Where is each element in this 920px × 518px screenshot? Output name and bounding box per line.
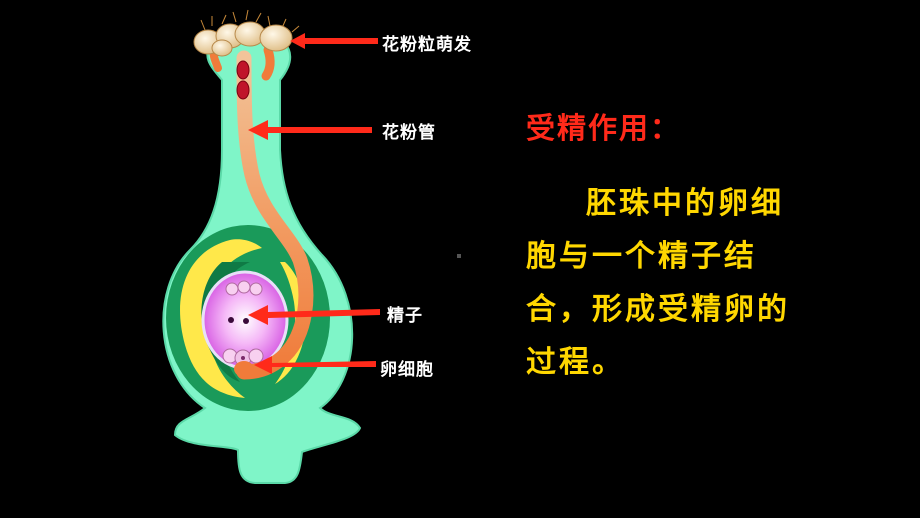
heading: 受精作用：: [526, 111, 682, 145]
egg-apparatus: [222, 348, 264, 367]
polar-nucleus: [243, 318, 249, 324]
antipodal-cells: [225, 280, 263, 296]
arrow-pollen-germination: [290, 33, 378, 49]
egg-cell-body: [234, 361, 254, 377]
integument-layer: [180, 239, 262, 398]
label-arrows: [248, 33, 380, 374]
arrow-pollen-tube: [248, 120, 372, 140]
sperm-cell: [236, 80, 250, 100]
integument-layer-right: [275, 262, 306, 384]
pollen-grains: [193, 9, 300, 57]
marker-dot: [457, 254, 461, 258]
pollen-tube: [236, 50, 314, 380]
label-pollen-tube: 花粉管: [382, 123, 436, 143]
label-pollen-germination: 花粉粒萌发: [382, 35, 472, 55]
description-text: 胚珠中的卵细胞与一个精子结合，形成受精卵的过程。: [526, 186, 790, 380]
label-egg-cell: 卵细胞: [380, 360, 434, 380]
polar-nucleus: [228, 317, 234, 323]
label-sperm: 精子: [387, 306, 423, 326]
arrow-sperm: [248, 305, 380, 325]
sperm-cell: [236, 60, 250, 80]
arrow-egg-cell: [254, 356, 376, 374]
pollen-tube-secondary: [261, 45, 275, 81]
